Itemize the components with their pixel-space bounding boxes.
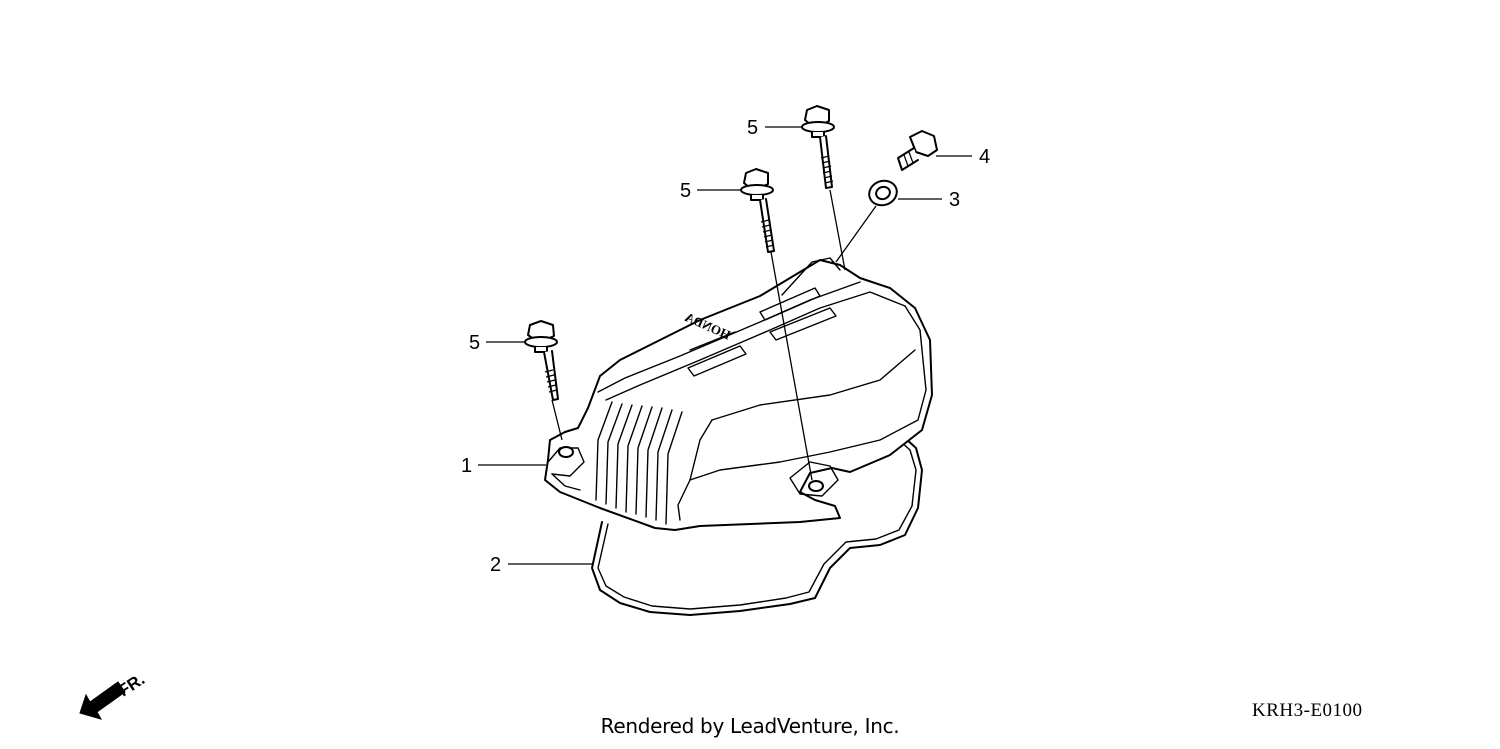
flange-bolt-top[interactable]: [801, 105, 835, 189]
callout-gasket: 2: [490, 554, 501, 576]
flange-bolt-middle[interactable]: [740, 168, 775, 253]
callout-washer: 3: [949, 189, 960, 211]
render-credit: Rendered by LeadVenture, Inc.: [600, 714, 900, 738]
assembly-lines: [551, 189, 877, 481]
callout-bolt-left: 5: [469, 332, 480, 354]
sealing-washer[interactable]: [866, 177, 901, 209]
cylinder-head-cover[interactable]: [544, 257, 933, 531]
callout-bolt-top: 5: [747, 117, 758, 139]
gasket[interactable]: [591, 437, 923, 616]
front-direction-marker: FR.: [79, 670, 148, 720]
diagram-code: KRH3-E0100: [1252, 700, 1363, 721]
arrow-down-left-icon: [79, 681, 126, 720]
callout-leaders: [478, 126, 972, 565]
callout-bolt-middle: 5: [680, 180, 691, 202]
callout-cover: 1: [461, 455, 472, 477]
callout-small-bolt: 4: [979, 146, 990, 168]
flange-bolt-left[interactable]: [524, 320, 559, 401]
small-bolt[interactable]: [897, 130, 938, 171]
